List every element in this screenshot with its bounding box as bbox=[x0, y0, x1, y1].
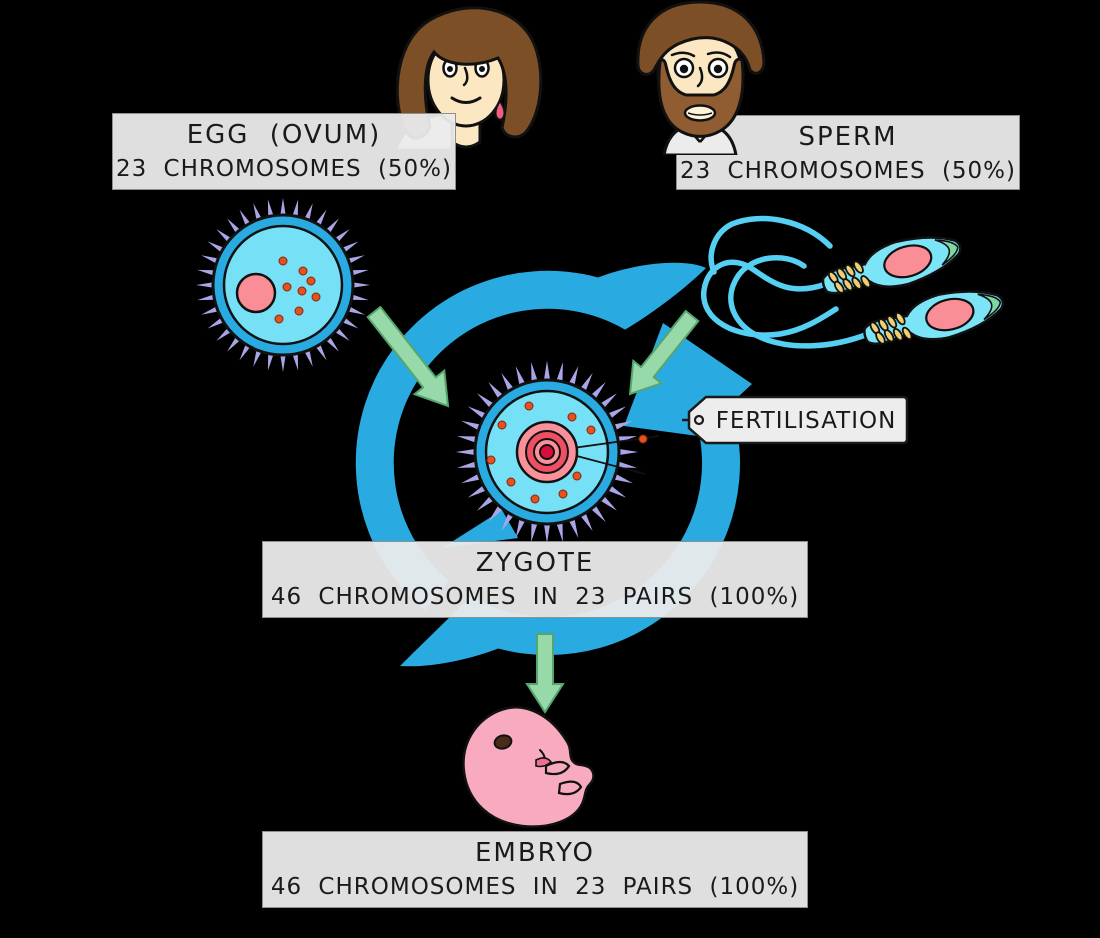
father-left-pupil bbox=[679, 64, 689, 74]
egg-label-title: EGG (OVUM) bbox=[186, 120, 382, 150]
sperm-1-nucleus bbox=[883, 244, 933, 279]
mother-nose bbox=[462, 66, 469, 87]
mother-earring bbox=[494, 99, 506, 122]
zygote-label-title: ZYGOTE bbox=[475, 548, 595, 578]
zygote-line-dot bbox=[638, 434, 648, 444]
egg-nucleus bbox=[235, 272, 277, 314]
embryo-illustration bbox=[462, 706, 595, 828]
embryo-leg-bud bbox=[557, 780, 583, 796]
sperm-label-subtitle: 23 CHROMOSOMES (50%) bbox=[679, 158, 1017, 184]
father-beard bbox=[657, 57, 745, 138]
sperm-cells-illustration bbox=[701, 215, 1005, 349]
egg-to-zygote-arrow bbox=[366, 305, 450, 408]
zygote-label: ZYGOTE 46 CHROMOSOMES IN 23 PAIRS (100%) bbox=[262, 541, 808, 618]
father-mouth-line bbox=[687, 112, 713, 116]
egg-granules bbox=[274, 256, 321, 324]
mother-right-pupil bbox=[479, 66, 485, 72]
embryo-eye bbox=[493, 734, 513, 750]
sperm-cell-1 bbox=[821, 236, 962, 297]
father-hair bbox=[636, 0, 766, 76]
fertilisation-tag-label: FERTILISATION bbox=[716, 408, 897, 434]
father-face-illustration bbox=[636, 0, 766, 155]
sperm-cell-2 bbox=[863, 290, 1005, 348]
egg-label: EGG (OVUM) 23 CHROMOSOMES (50%) bbox=[112, 113, 456, 190]
zygote-granules bbox=[486, 401, 596, 504]
father-right-pupil bbox=[713, 64, 723, 74]
tag-shape bbox=[687, 395, 909, 445]
sperm-1-acrosome bbox=[934, 239, 959, 266]
cycle-arc-top-left bbox=[355, 262, 706, 611]
zygote-nucleus-core bbox=[539, 444, 555, 460]
zygote-label-subtitle: 46 CHROMOSOMES IN 23 PAIRS (100%) bbox=[270, 584, 800, 610]
zygote-cell-illustration bbox=[452, 357, 660, 547]
mother-left-pupil bbox=[447, 66, 453, 72]
sperm-label-title: SPERM bbox=[798, 122, 898, 152]
mother-mouth bbox=[450, 96, 482, 104]
father-brows bbox=[670, 51, 732, 59]
embryo-label-subtitle: 46 CHROMOSOMES IN 23 PAIRS (100%) bbox=[270, 874, 800, 900]
fertilisation-tag: FERTILISATION bbox=[682, 395, 909, 445]
embryo-label-title: EMBRYO bbox=[474, 838, 596, 868]
egg-cell-illustration bbox=[188, 190, 378, 380]
sperm-tails bbox=[701, 215, 871, 349]
father-nose bbox=[696, 66, 704, 88]
mother-hair bbox=[395, 6, 543, 140]
embryo-body bbox=[462, 706, 595, 828]
sperm-2-nucleus bbox=[925, 297, 975, 332]
father-mouth bbox=[683, 104, 717, 122]
mother-face-illustration bbox=[394, 6, 543, 150]
sperm-2-acrosome bbox=[977, 293, 1002, 321]
embryo-arm-bud bbox=[544, 760, 571, 776]
tag-hole-icon bbox=[693, 414, 705, 426]
egg-label-subtitle: 23 CHROMOSOMES (50%) bbox=[115, 156, 453, 182]
sperm-to-zygote-arrow bbox=[628, 309, 700, 396]
embryo-label: EMBRYO 46 CHROMOSOMES IN 23 PAIRS (100%) bbox=[262, 831, 808, 908]
zygote-to-embryo-arrow bbox=[525, 633, 565, 714]
cycle-arrow-barb bbox=[442, 510, 518, 548]
